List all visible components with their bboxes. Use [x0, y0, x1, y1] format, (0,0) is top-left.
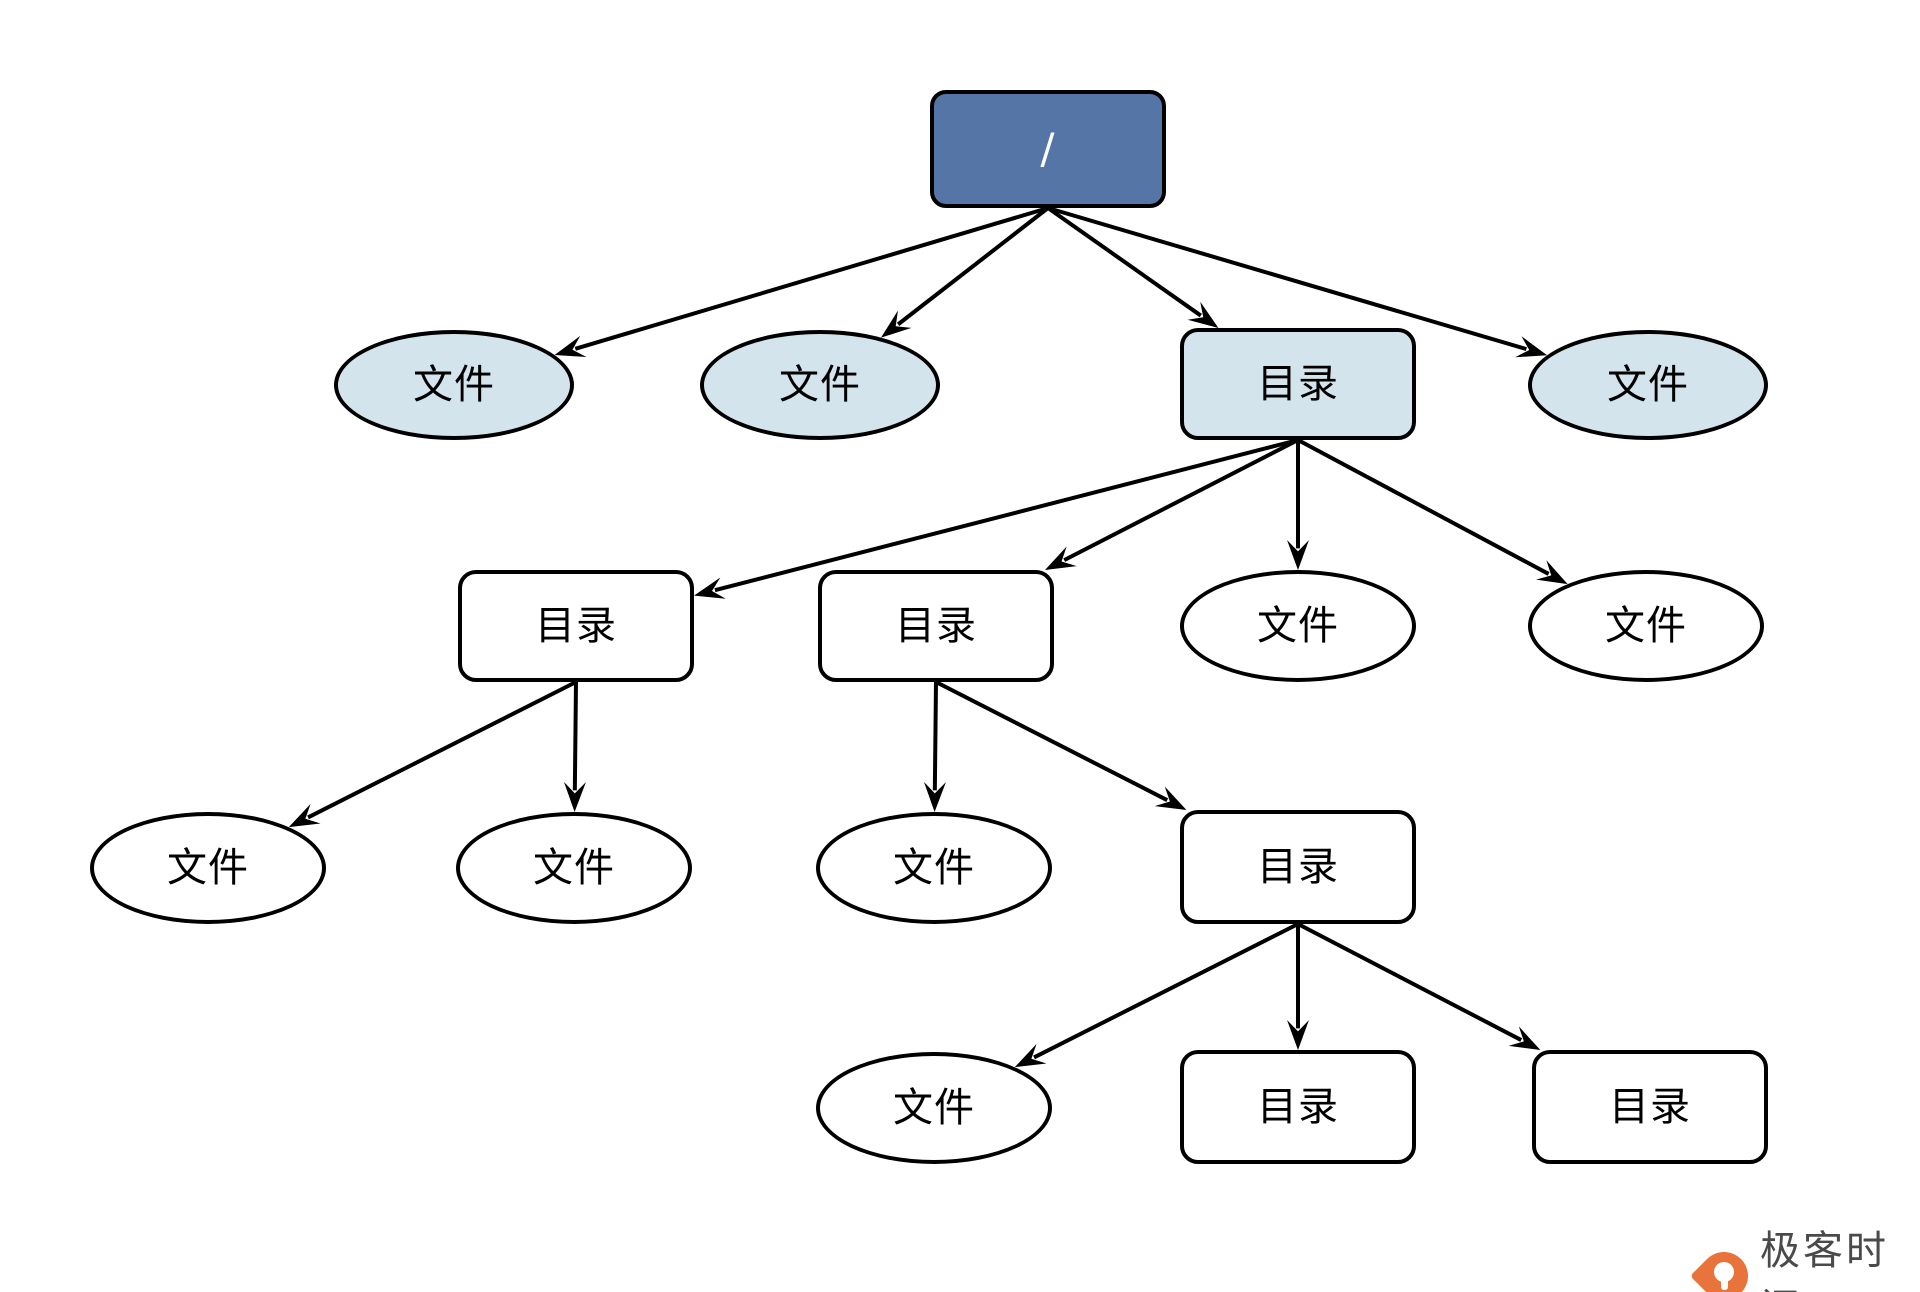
edge-arrowhead — [694, 577, 726, 599]
edge-arrowhead — [554, 335, 587, 357]
edge-arrowhead — [1044, 546, 1077, 570]
node-directory-n3[interactable]: 目录 — [1180, 328, 1416, 440]
geektime-logo-icon — [1690, 1242, 1758, 1292]
watermark: 极客时间 — [1690, 1218, 1920, 1292]
node-file-n11[interactable]: 文件 — [816, 812, 1052, 924]
node-label: 文件 — [779, 362, 861, 408]
node-label: / — [1040, 124, 1056, 173]
edge-arrowhead — [881, 310, 912, 338]
edge-arrowhead — [288, 803, 321, 828]
node-file-n13[interactable]: 文件 — [816, 1052, 1052, 1164]
logo-stem — [1721, 1269, 1728, 1290]
node-file-n2[interactable]: 文件 — [700, 330, 940, 440]
edge-arrowhead — [1287, 540, 1309, 570]
edge-arrowhead — [563, 781, 586, 812]
node-label: 文件 — [1257, 603, 1339, 649]
edge-line — [1297, 438, 1550, 576]
node-label: 文件 — [893, 1085, 975, 1131]
node-label: 目录 — [1257, 844, 1339, 890]
node-file-n8[interactable]: 文件 — [1528, 570, 1764, 682]
edge-arrowhead — [1536, 560, 1568, 585]
edge-line — [896, 206, 1050, 326]
watermark-label: 极客时间 — [1760, 1228, 1889, 1292]
edge-arrowhead — [923, 781, 946, 812]
node-label: 文件 — [1607, 362, 1689, 408]
edge-line — [1046, 206, 1202, 318]
node-file-n10[interactable]: 文件 — [456, 812, 692, 924]
node-label: 目录 — [895, 603, 977, 649]
node-directory-n5[interactable]: 目录 — [458, 570, 694, 682]
node-directory-n14[interactable]: 目录 — [1180, 1050, 1416, 1164]
node-label: 目录 — [1257, 361, 1339, 407]
edge-arrowhead — [1154, 786, 1187, 810]
node-label: 目录 — [1609, 1084, 1691, 1130]
node-root-n0[interactable]: / — [930, 90, 1166, 208]
node-file-n4[interactable]: 文件 — [1528, 330, 1768, 440]
edge-line — [1033, 922, 1299, 1060]
edge-line — [307, 680, 577, 820]
node-directory-n15[interactable]: 目录 — [1532, 1050, 1768, 1164]
edge-arrowhead — [1508, 1026, 1541, 1050]
node-directory-n12[interactable]: 目录 — [1180, 810, 1416, 924]
node-file-n9[interactable]: 文件 — [90, 812, 326, 924]
edge-arrowhead — [1014, 1043, 1047, 1068]
node-label: 文件 — [1605, 603, 1687, 649]
node-label: 文件 — [413, 362, 495, 408]
edge-line — [572, 681, 578, 791]
node-label: 目录 — [1257, 1084, 1339, 1130]
node-label: 文件 — [167, 845, 249, 891]
edge-arrowhead — [1287, 1020, 1309, 1050]
edge-line — [714, 438, 1299, 593]
node-label: 目录 — [535, 603, 617, 649]
edge-arrowhead — [1187, 301, 1219, 328]
node-label: 文件 — [893, 845, 975, 891]
edge-line — [1063, 438, 1299, 562]
node-directory-n6[interactable]: 目录 — [818, 570, 1054, 682]
edge-line — [935, 680, 1169, 802]
node-label: 文件 — [533, 845, 615, 891]
edge-line — [1297, 922, 1523, 1042]
edge-line — [932, 681, 938, 791]
node-file-n7[interactable]: 文件 — [1180, 570, 1416, 682]
edge-arrowhead — [1515, 336, 1548, 358]
node-file-n1[interactable]: 文件 — [334, 330, 574, 440]
edge-line — [574, 206, 1049, 351]
